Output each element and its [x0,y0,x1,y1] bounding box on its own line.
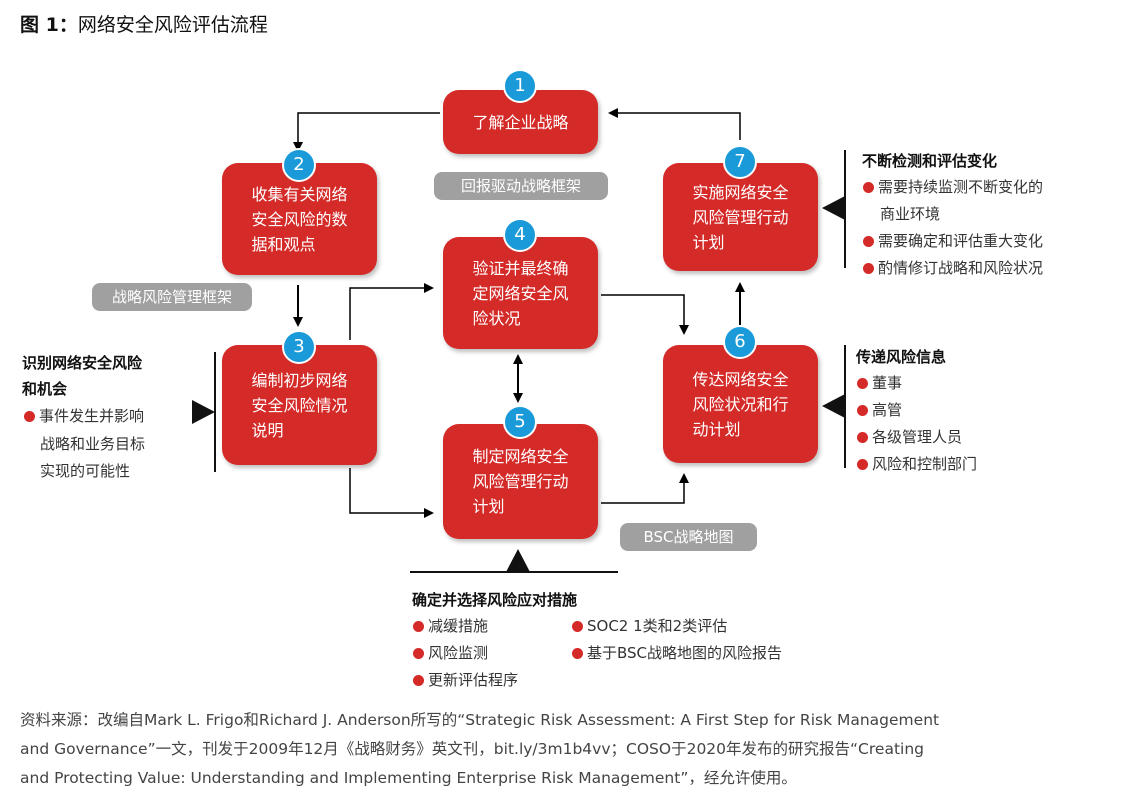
step-1-badge: 1 [503,69,537,103]
figure-title: 图 1：网络安全风险评估流程 [20,10,268,37]
top-right-pointer [822,196,845,220]
right-panel-item-2-text: 高管 [872,401,903,419]
step-7-line-1: 实施网络安全 [692,182,789,202]
step-2-line-2: 安全风险的数 [251,209,348,229]
step-5-line-2: 风险管理行动 [472,472,569,491]
step-2-line-1: 收集有关网络 [251,184,348,204]
bottom-col1-item-1-text: 减缓措施 [428,617,489,635]
step-3-box: 编制初步网络 安全风险情况 说明 [222,345,377,465]
step-2-line-3: 据和观点 [251,234,316,254]
arrow-7-to-1 [608,108,741,140]
step-3-line-3: 说明 [251,420,284,440]
step-6-badge: 6 [723,325,757,359]
left-panel-title-2: 和机会 [22,380,68,398]
left-panel-cont-1: 战略和业务目标 [40,435,146,453]
step-4-line-3: 险状况 [472,308,521,328]
step-3-line-1: 编制初步网络 [251,370,348,390]
bottom-col2-item-1: SOC2 1类和2类评估 [572,616,727,636]
step-3-line-2: 安全风险情况 [251,395,348,415]
bottom-panel-title: 确定并选择风险应对措施 [412,591,578,609]
top-right-bullet-2: 需要确定和评估重大变化 [863,231,1043,251]
right-panel-item-3: 各级管理人员 [857,427,962,447]
erm-framework-label: 战略风险管理框架 [92,283,252,311]
step-7-box: 实施网络安全 风险管理行动 计划 [663,163,818,271]
right-panel-title: 传递风险信息 [856,348,947,366]
right-panel-item-2: 高管 [857,400,902,420]
right-panel-item-1: 董事 [857,373,902,393]
bottom-col1-item-3: 更新评估程序 [413,670,518,690]
bottom-col2-item-2: 基于BSC战略地图的风险报告 [572,643,782,663]
source-line-3: and Protecting Value: Understanding and … [20,769,797,787]
figure-label: 图 1： [20,14,78,36]
figure-title-text: 网络安全风险评估流程 [77,14,268,36]
top-right-bullet-3-text: 酌情修订战略和风险状况 [878,259,1044,277]
arrow-1-to-2 [293,112,440,152]
source-note: 资料来源：改编自Mark L. Frigo和Richard J. Anderso… [20,706,1110,793]
step-6-line-2: 风险状况和行 [692,394,789,414]
step-7-line-3: 计划 [692,232,725,252]
right-panel-item-4-text: 风险和控制部门 [872,455,978,473]
top-right-bullet-3: 酌情修订战略和风险状况 [863,258,1043,278]
bsc-framework-label: BSC战略地图 [620,523,757,551]
step-6-line-1: 传达网络安全 [692,369,789,389]
top-right-bullet-2-text: 需要确定和评估重大变化 [878,232,1044,250]
step-4-badge: 4 [503,218,537,252]
bottom-col2-item-2-text: 基于BSC战略地图的风险报告 [587,644,783,662]
left-panel-cont-2: 实现的可能性 [40,462,131,480]
left-panel-bullet-text: 事件发生并影响 [39,407,145,425]
top-right-bullet-1: 需要持续监测不断变化的 [863,177,1043,197]
step-2-badge: 2 [282,148,316,182]
arrow-3-to-5 [349,468,434,518]
top-right-bullet-1-text: 需要持续监测不断变化的 [878,178,1044,196]
bottom-col1-item-2: 风险监测 [413,643,488,663]
bottom-col1-item-1: 减缓措施 [413,616,488,636]
step-4-line-2: 定网络安全风 [472,283,569,303]
feedback-framework-label: 回报驱动战略框架 [434,172,608,200]
left-pointer [192,400,215,424]
source-line-2: and Governance”一文，刊发于2009年12月《战略财务》英文刊，b… [20,740,924,758]
step-5-box: 制定网络安全 风险管理行动 计划 [443,424,598,539]
left-panel-title-1: 识别网络安全风险 [22,354,143,372]
right-pointer [822,394,845,418]
top-right-bullet-1-cont: 商业环境 [880,205,941,223]
step-5-badge: 5 [503,405,537,439]
right-panel-item-3-text: 各级管理人员 [872,428,963,446]
arrow-4-to-6 [601,294,689,335]
source-line-1: 资料来源：改编自Mark L. Frigo和Richard J. Anderso… [20,711,940,729]
bottom-pointer [506,549,530,572]
arrow-5-to-6 [601,473,689,504]
step-6-box: 传达网络安全 风险状况和行 动计划 [663,345,818,463]
bottom-col1-item-2-text: 风险监测 [428,644,489,662]
right-panel-item-4: 风险和控制部门 [857,454,977,474]
bottom-col2-item-1-text: SOC2 1类和2类评估 [587,617,728,635]
step-3-badge: 3 [282,330,316,364]
step-6-line-3: 动计划 [692,419,741,439]
step-1-line-1: 了解企业战略 [472,112,569,132]
right-panel-item-1-text: 董事 [872,374,903,392]
step-4-box: 验证并最终确 定网络安全风 险状况 [443,237,598,349]
step-5-line-1: 制定网络安全 [472,447,569,466]
step-7-badge: 7 [723,145,757,179]
top-right-panel-title: 不断检测和评估变化 [862,152,998,170]
step-4-line-1: 验证并最终确 [472,258,569,278]
arrow-3-to-4 [349,283,434,340]
step-5-line-3: 计划 [472,497,505,516]
left-panel-bullet: 事件发生并影响 [24,406,144,426]
step-7-line-2: 风险管理行动 [692,207,789,227]
bottom-col1-item-3-text: 更新评估程序 [428,671,519,689]
